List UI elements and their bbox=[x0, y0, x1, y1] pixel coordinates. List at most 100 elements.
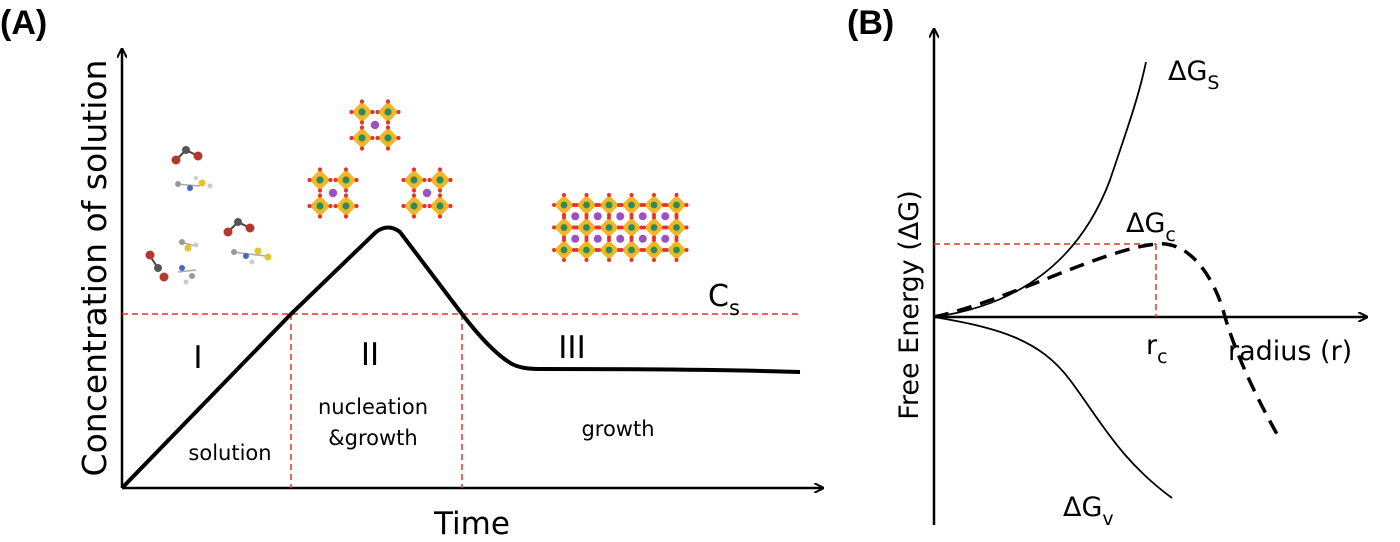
a-site-cation bbox=[638, 234, 647, 243]
critical-energy-label: ΔGc bbox=[1126, 208, 1176, 246]
molecule-cluster-4 bbox=[231, 247, 272, 265]
panel-a-y-axis-label: Concentration of solution bbox=[75, 60, 114, 477]
surface-energy-curve bbox=[933, 61, 1147, 318]
metal-center bbox=[436, 202, 444, 210]
metal-center bbox=[410, 176, 418, 184]
halide-atom bbox=[317, 188, 323, 193]
halide-atom bbox=[411, 188, 417, 193]
halide-atom bbox=[584, 215, 589, 220]
halide-atom bbox=[385, 99, 391, 104]
halide-atom bbox=[396, 109, 401, 115]
halide-atom bbox=[343, 214, 349, 219]
halide-atom bbox=[343, 188, 349, 193]
halide-atom bbox=[359, 146, 365, 151]
molecule-cluster-3 bbox=[145, 250, 197, 285]
halide-atom bbox=[333, 203, 338, 209]
halide-atom bbox=[317, 167, 323, 172]
halide-atom bbox=[584, 258, 589, 262]
halide-atom bbox=[552, 225, 556, 230]
halide-atom bbox=[375, 109, 380, 115]
halide-atom bbox=[354, 177, 359, 183]
metal-center bbox=[605, 246, 613, 254]
halide-atom bbox=[427, 203, 432, 209]
halide-atom bbox=[328, 177, 333, 183]
halide-atom bbox=[411, 167, 417, 172]
halide-atom bbox=[629, 193, 634, 197]
halide-atom bbox=[437, 188, 443, 193]
halide-atom bbox=[354, 203, 359, 209]
halide-atom bbox=[574, 248, 579, 252]
halide-atom bbox=[584, 238, 589, 242]
halide-atom bbox=[359, 120, 365, 125]
halide-atom bbox=[562, 238, 566, 242]
a-site-cation bbox=[616, 212, 625, 221]
halide-atom bbox=[317, 193, 323, 198]
halide-atom bbox=[629, 215, 634, 220]
metal-center bbox=[342, 176, 350, 184]
halide-atom bbox=[437, 193, 443, 198]
halide-atom bbox=[597, 248, 601, 252]
metal-center bbox=[316, 202, 324, 210]
halide-atom bbox=[629, 238, 634, 242]
stage-name-nucleation: nucleation bbox=[318, 395, 428, 419]
metal-center bbox=[384, 108, 392, 116]
metal-center bbox=[673, 224, 680, 231]
halide-atom bbox=[619, 248, 624, 252]
a-site-cation bbox=[661, 234, 670, 243]
halide-atom bbox=[385, 120, 391, 125]
metal-center bbox=[560, 246, 568, 254]
halide-atom bbox=[370, 109, 375, 115]
a-site-cation bbox=[422, 188, 432, 198]
halide-atom bbox=[370, 135, 375, 141]
halide-atom bbox=[664, 225, 669, 230]
halide-atom bbox=[574, 225, 579, 230]
halide-atom bbox=[652, 193, 656, 197]
a-site-cation bbox=[661, 212, 670, 221]
halide-atom bbox=[619, 225, 624, 230]
a-site-cation bbox=[593, 212, 602, 221]
halide-atom bbox=[562, 215, 566, 220]
cs-label: Cs bbox=[708, 279, 740, 320]
panel-b-x-axis-label: radius (r) bbox=[1228, 336, 1352, 367]
stage-numeral-3: III bbox=[558, 330, 585, 366]
metal-center bbox=[650, 246, 658, 254]
halide-atom bbox=[607, 258, 611, 262]
halide-atom bbox=[584, 193, 589, 197]
halide-atom bbox=[437, 167, 443, 172]
surface-energy-label: ΔGS bbox=[1168, 56, 1219, 94]
halide-atom bbox=[674, 238, 679, 242]
halide-atom bbox=[642, 248, 646, 252]
metal-center bbox=[628, 201, 635, 209]
critical-radius-label: rc bbox=[1146, 330, 1168, 368]
crystal-nucleus-top bbox=[349, 99, 401, 151]
halide-atom bbox=[552, 203, 556, 207]
crystal-nucleus-right bbox=[401, 167, 453, 219]
stage-name-growth-amp: &growth bbox=[328, 426, 417, 450]
volume-energy-curve bbox=[933, 316, 1173, 499]
metal-center bbox=[605, 224, 613, 231]
halide-atom bbox=[448, 177, 453, 183]
a-site-cation bbox=[638, 212, 647, 221]
a-site-cation bbox=[593, 234, 602, 243]
halide-atom bbox=[385, 125, 391, 130]
halide-atom bbox=[427, 177, 432, 183]
halide-atom bbox=[349, 109, 354, 115]
halide-atom bbox=[597, 225, 601, 230]
halide-atom bbox=[307, 203, 312, 209]
halide-atom bbox=[401, 177, 406, 183]
halide-atom bbox=[664, 203, 669, 207]
halide-atom bbox=[307, 177, 312, 183]
metal-center bbox=[560, 224, 568, 231]
halide-atom bbox=[317, 214, 323, 219]
halide-atom bbox=[684, 225, 689, 230]
a-site-cation bbox=[328, 188, 338, 198]
stage-name-solution: solution bbox=[188, 441, 271, 465]
halide-atom bbox=[359, 125, 365, 130]
halide-atom bbox=[359, 99, 365, 104]
crystal-grown-lattice bbox=[552, 193, 689, 262]
halide-atom bbox=[574, 203, 579, 207]
halide-atom bbox=[597, 203, 601, 207]
metal-center bbox=[342, 202, 350, 210]
metal-center bbox=[605, 201, 613, 209]
